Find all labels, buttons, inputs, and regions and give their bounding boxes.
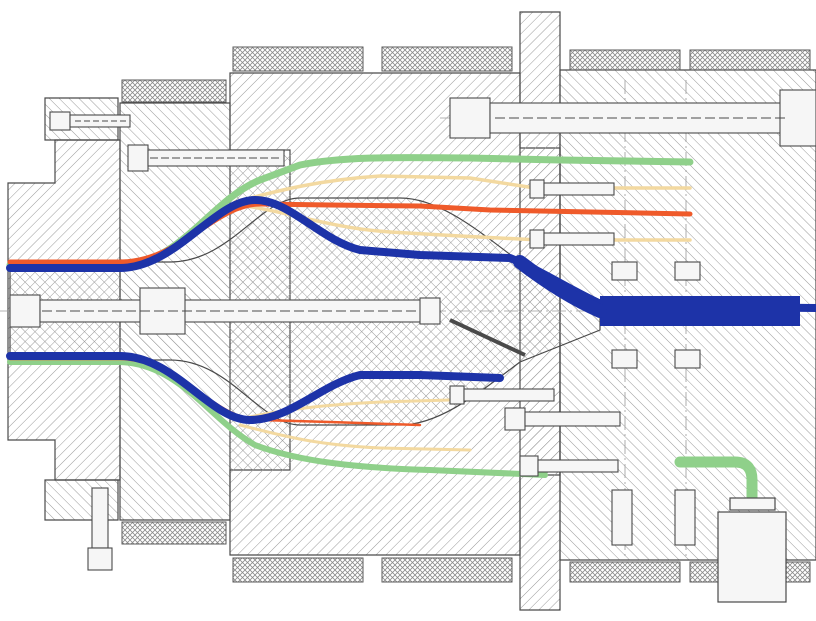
stop-rod	[449, 318, 526, 357]
melt-channel-tie-upper-2	[238, 203, 692, 242]
heater-band	[569, 561, 681, 583]
melt-feed-pipe	[674, 456, 758, 511]
heater-band	[381, 557, 513, 583]
bolt-icon	[87, 487, 113, 571]
heater-band	[232, 557, 364, 583]
bolt-icon	[504, 407, 621, 431]
heater-band	[381, 46, 513, 72]
locator-block	[674, 261, 701, 281]
locator-block	[611, 349, 638, 369]
bolt-icon	[49, 111, 131, 131]
bolt-icon	[529, 179, 615, 199]
pipe-fitting-icon	[717, 497, 787, 603]
bolt-icon	[449, 89, 816, 147]
melt-channel-inner-lower	[6, 352, 504, 424]
melt-channels	[6, 154, 816, 511]
bolt-icon	[127, 144, 285, 172]
locator-block	[611, 489, 633, 546]
locator-block	[674, 489, 696, 546]
bolt-icon	[519, 455, 619, 477]
heater-band	[121, 521, 227, 545]
locator-block	[611, 261, 638, 281]
hex-bolt-icon	[9, 287, 441, 335]
heater-bands	[121, 46, 811, 583]
bolt-icon	[529, 229, 615, 249]
bolt-icon	[449, 385, 555, 405]
melt-channel-tie-lower-2	[238, 423, 472, 452]
locator-block	[674, 349, 701, 369]
melt-channel-outer-lower	[7, 359, 548, 478]
heater-band	[569, 49, 681, 71]
heater-band	[121, 79, 227, 103]
heater-band	[232, 46, 364, 72]
melt-outlet-taper	[513, 255, 607, 318]
heater-band	[689, 49, 811, 71]
bolts	[9, 89, 816, 571]
